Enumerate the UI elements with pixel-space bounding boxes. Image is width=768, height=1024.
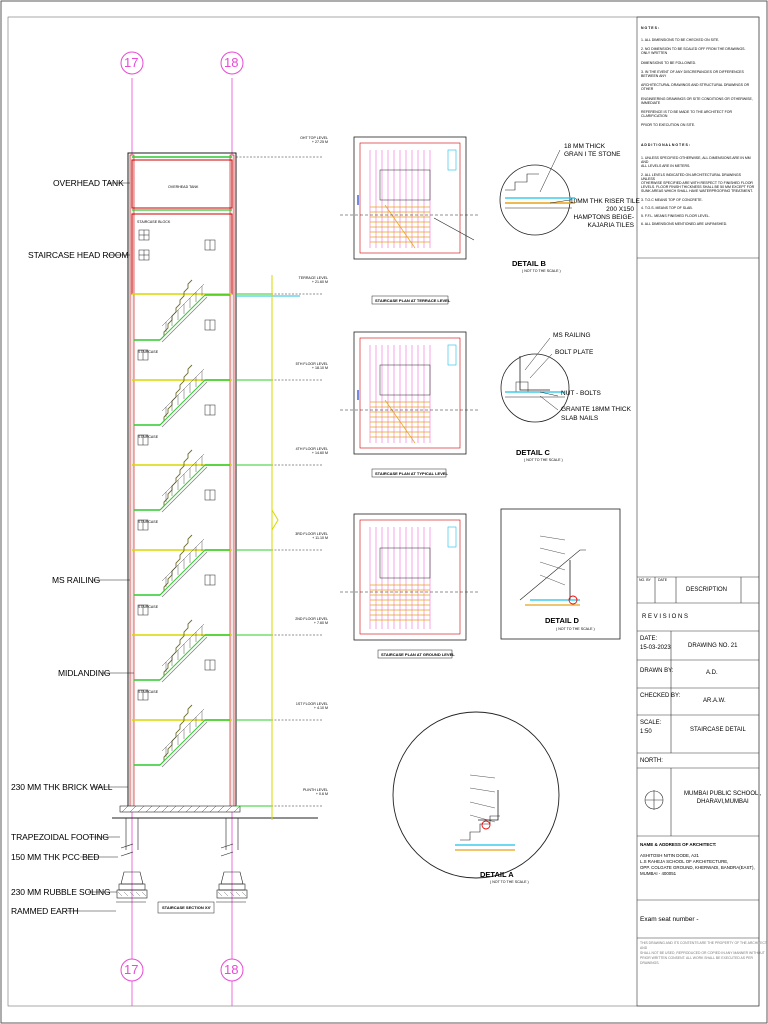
project-name: MUMBAI PUBLIC SCHOOL ,DHARAVI,MUMBAI	[684, 791, 762, 805]
architect-address: ASHITOSH NITIN DODE, A21 L.S RAHEJA SCHO…	[640, 853, 755, 876]
inner-label-staircase-1: STAIRCASE	[138, 690, 159, 694]
grid-label-18-bottom: 18	[224, 962, 239, 977]
inner-label-staircase-2: STAIRCASE	[138, 605, 159, 609]
level-oht: OHT TOP LEVEL+ 27.25 M	[300, 136, 328, 145]
detail-b	[499, 149, 575, 236]
detail-b-title: DETAIL B	[512, 259, 546, 268]
detail-a-title: DETAIL A	[480, 870, 514, 879]
inner-label-staircase-3: STAIRCASE	[138, 520, 159, 524]
detail-d-title: DETAIL D	[545, 616, 579, 625]
callout-overhead-tank: OVERHEAD TANK	[53, 178, 124, 188]
additional-notes-heading: A D D I T I O N A L N O T E S :	[641, 143, 690, 147]
detail-c-label-railing: MS RAILING	[553, 332, 591, 339]
plan-terrace	[340, 136, 480, 305]
footer-disclaimer: THIS DRAWING AND ITS CONTENTS ARE THE PR…	[640, 941, 767, 965]
drawn-by-label: DRAWN BY:	[640, 668, 674, 674]
drawing-number: DRAWING NO. 21	[688, 643, 738, 649]
plan-typical	[340, 331, 480, 478]
detail-c-title: DETAIL C	[516, 448, 550, 457]
checked-by-value: AR.A.W.	[703, 698, 726, 704]
grid-bubble-18-top	[220, 51, 244, 75]
grid-label-17-top: 17	[124, 55, 139, 70]
detail-d-subtitle: ( NOT TO THE SCALE )	[556, 627, 595, 631]
callout-pcc-bed: 150 MM THK PCC BED	[11, 852, 100, 862]
section-caption: STAIRCASE SECTION XX'	[162, 905, 212, 910]
notes-heading: N O T E S :	[641, 26, 660, 30]
drawing-title: STAIRCASE DETAIL	[690, 727, 746, 733]
detail-c-label-bolt-plate: BOLT PLATE	[555, 349, 594, 356]
checked-by-label: CHECKED BY:	[640, 693, 681, 699]
detail-c	[500, 337, 570, 423]
callout-ms-railing: MS RAILING	[52, 575, 101, 585]
additional-notes-list: 1. UNLESS SPECIFIED OTHERWISE, ALL DIMEN…	[641, 156, 755, 227]
architect-heading: NAME & ADDRESS OF ARCHITECT:	[640, 842, 717, 847]
north-label: NORTH:	[640, 758, 663, 764]
grid-bubble-18-bottom	[220, 958, 244, 982]
level-terrace: TERRACE LEVEL+ 21.60 M	[298, 276, 328, 285]
detail-c-subtitle: ( NOT TO THE SCALE )	[524, 458, 563, 462]
plan-terrace-caption: STAIRCASE PLAN AT TERRACE LEVEL	[375, 298, 451, 303]
level-5th: 5TH FLOOR LEVEL+ 18.10 M	[295, 362, 328, 371]
plan-ground	[340, 513, 480, 659]
detail-a	[392, 711, 560, 879]
level-1st: 1ST FLOOR LEVEL+ 4.10 M	[295, 702, 328, 711]
staircase-section	[66, 51, 322, 1006]
rev-col-description: DESCRIPTION	[686, 587, 728, 593]
grid-label-18-top: 18	[224, 55, 239, 70]
detail-b-subtitle: ( NOT TO THE SCALE )	[522, 269, 561, 273]
level-4th: 4TH FLOOR LEVEL+ 14.60 M	[295, 447, 328, 456]
grid-label-17-bottom: 17	[124, 962, 139, 977]
level-3rd: 3RD FLOOR LEVEL+ 11.10 M	[295, 532, 328, 541]
callout-midlanding: MIDLANDING	[58, 668, 111, 678]
staircase-plans	[340, 136, 480, 659]
callout-footing: TRAPEZOIDAL FOOTING	[11, 832, 109, 842]
plan-typical-caption: STAIRCASE PLAN AT TYPICAL LEVEL	[375, 471, 448, 476]
inner-label-staircase-5: STAIRCASE	[138, 350, 159, 354]
level-plinth: PLINTH LEVEL+ 0.6 M	[303, 788, 328, 797]
callout-head-room: STAIRCASE HEAD ROOM	[28, 250, 129, 260]
inner-label-block: STAIRCASE BLOCK	[137, 220, 171, 224]
detail-c-label-nut: NUT - BOLTS	[561, 390, 601, 397]
callout-brick-wall: 230 MM THK BRICK WALL	[11, 782, 113, 792]
inner-label-tank: OVERHEAD TANK	[168, 185, 199, 189]
grid-bubble-17-top	[120, 51, 144, 75]
rev-col-date: DATE	[658, 578, 668, 582]
exam-seat-number: Exam seat number -	[640, 916, 699, 923]
plan-ground-caption: STAIRCASE PLAN AT GROUND LEVEL	[381, 652, 455, 657]
scale-label: SCALE:1:50	[640, 720, 662, 735]
detail-d	[500, 508, 621, 640]
revisions-heading: R E V I S I O N S	[642, 614, 689, 620]
level-2nd: 2ND FLOOR LEVEL+ 7.60 M	[295, 617, 328, 626]
grid-bubble-17-bottom	[120, 958, 144, 982]
detail-a-subtitle: ( NOT TO THE SCALE )	[490, 880, 529, 884]
inner-label-staircase-4: STAIRCASE	[138, 435, 159, 439]
rev-col-no-by: NO. BY	[639, 578, 651, 582]
title-block	[636, 16, 760, 1007]
callout-rammed-earth: RAMMED EARTH	[11, 906, 79, 916]
callout-rubble-soling: 230 MM RUBBLE SOLING	[11, 887, 111, 897]
notes-list: 1. ALL DIMENSIONS TO BE CHECKED ON SITE.…	[641, 38, 753, 128]
drawn-by-value: A.D.	[706, 670, 718, 676]
date-label: DATE:15-03-2023	[640, 636, 671, 651]
